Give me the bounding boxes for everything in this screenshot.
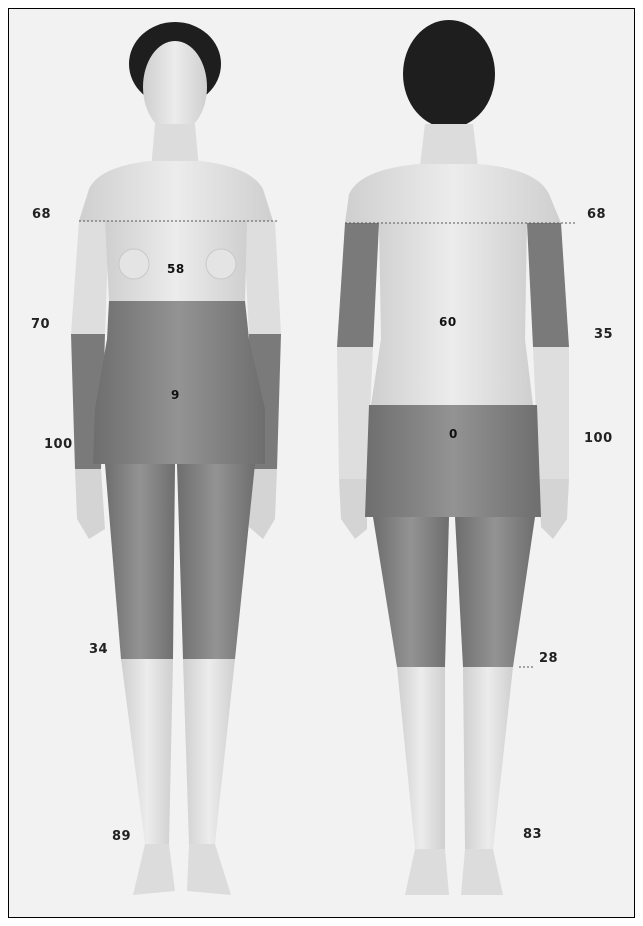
back-buttocks-value: 0 <box>449 427 458 441</box>
back-knee-label: 28 <box>539 651 558 666</box>
back-arm-label: 35 <box>594 327 613 342</box>
front-knee-label: 34 <box>89 642 108 657</box>
front-abdomen-value: 9 <box>171 388 180 402</box>
back-hand-right <box>539 479 569 539</box>
front-hand-left <box>75 469 105 539</box>
front-ankle-label: 89 <box>112 829 131 844</box>
back-upper-arm-left <box>337 223 379 347</box>
back-thigh-left <box>373 517 449 667</box>
back-upper-arm-right <box>527 223 569 347</box>
back-shin-right <box>463 667 513 849</box>
front-hip-label: 100 <box>44 437 73 452</box>
front-thigh-right <box>177 464 255 659</box>
front-breast-right <box>206 249 236 279</box>
back-thigh-right <box>455 517 535 667</box>
back-mid-torso <box>371 223 533 405</box>
front-foot-left <box>133 844 175 895</box>
back-shin-left <box>397 667 445 849</box>
front-thigh-left <box>105 464 175 659</box>
back-shoulder-label: 68 <box>587 207 606 222</box>
back-foot-right <box>461 849 503 895</box>
front-shoulder-label: 68 <box>32 207 51 222</box>
front-chest-value: 58 <box>167 262 185 276</box>
back-hip-label: 100 <box>584 431 613 446</box>
front-breast-left <box>119 249 149 279</box>
back-hand-left <box>339 479 367 539</box>
back-hair <box>403 20 495 128</box>
front-upper-arm-right <box>243 221 281 334</box>
back-foot-left <box>405 849 449 895</box>
figure-frame: 68 70 100 34 89 58 9 68 35 100 28 83 60 … <box>8 8 635 918</box>
front-upper-torso <box>79 161 273 221</box>
back-buttocks <box>365 405 541 517</box>
front-shin-left <box>121 659 173 844</box>
back-figure <box>337 20 577 895</box>
back-ankle-label: 83 <box>523 827 542 842</box>
back-upper-back-value: 60 <box>439 315 457 329</box>
front-figure <box>71 22 281 895</box>
back-upper-torso <box>345 164 561 223</box>
front-arm-label: 70 <box>31 317 50 332</box>
front-abdomen <box>93 301 265 464</box>
front-upper-arm-left <box>71 221 109 334</box>
body-diagram <box>9 9 635 918</box>
front-face <box>143 41 207 133</box>
front-shin-right <box>183 659 235 844</box>
front-foot-right <box>187 844 231 895</box>
